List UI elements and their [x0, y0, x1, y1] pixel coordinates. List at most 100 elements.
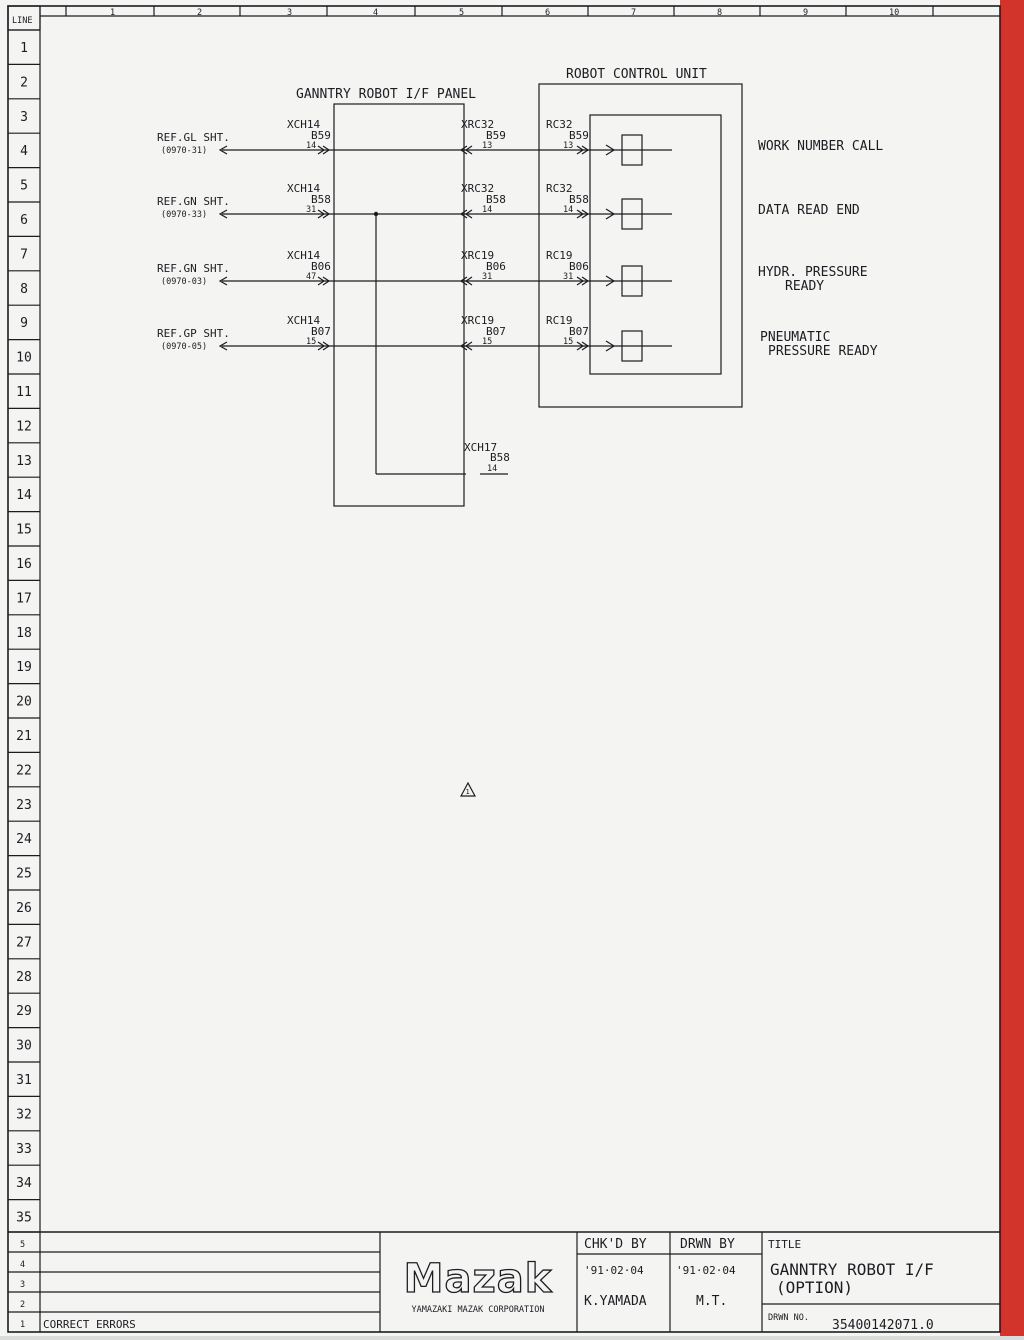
rc-pin-number: 31 — [563, 272, 573, 282]
signal-name-line-2: PRESSURE READY — [768, 344, 878, 359]
company-logo-area: Mazak YAMAZAKI MAZAK CORPORATION — [403, 1255, 552, 1315]
rc-pin-number: 14 — [563, 205, 573, 215]
reference-sheet-number: (0970-33) — [161, 210, 207, 220]
company-name: YAMAZAKI MAZAK CORPORATION — [411, 1305, 544, 1315]
revision-number: 4 — [20, 1260, 25, 1270]
line-number-9: 9 — [20, 316, 28, 331]
reference-sheet-number: (0970-31) — [161, 146, 207, 156]
line-number-16: 16 — [16, 557, 32, 572]
column-number-8: 8 — [717, 8, 722, 18]
drawn-by-label: DRWN BY — [680, 1237, 735, 1252]
checked-by-date: '91·02·04 — [584, 1264, 644, 1277]
input-element — [621, 134, 643, 166]
rc-connector-name: RC19 — [546, 249, 573, 262]
xch-connector-name: XCH14 — [287, 249, 320, 262]
line-number-29: 29 — [16, 1004, 32, 1019]
line-number-14: 14 — [16, 488, 32, 503]
revision-number: 5 — [20, 1240, 25, 1250]
xch-connector-name: XCH14 — [287, 118, 320, 131]
xrc-connector-name: XRC32 — [461, 182, 494, 195]
signal-name: HYDR. PRESSURE — [758, 265, 868, 280]
xch-connector-name: XCH14 — [287, 182, 320, 195]
title-line-1: GANNTRY ROBOT I/F — [770, 1260, 934, 1279]
drawn-by-name: M.T. — [696, 1294, 727, 1309]
checked-by-label: CHK'D BY — [584, 1237, 647, 1252]
reference-sheet: REF.GL SHT. — [157, 131, 230, 144]
line-number-32: 32 — [16, 1107, 32, 1122]
xrc-connector-name: XRC19 — [461, 249, 494, 262]
rc-wire-number: B07 — [569, 325, 589, 338]
column-number-5: 5 — [459, 8, 464, 18]
column-number-10: 10 — [889, 8, 899, 18]
column-number-7: 7 — [631, 8, 636, 18]
reference-sheet: REF.GN SHT. — [157, 195, 230, 208]
bottom-connector: XCH17 B58 14 — [464, 441, 510, 475]
rc-connector-name: RC19 — [546, 314, 573, 327]
line-number-8: 8 — [20, 282, 28, 297]
xch-pin-number: 31 — [306, 205, 316, 215]
bottom-connector-wire: B58 — [490, 451, 510, 464]
rc-wire-number: B58 — [569, 193, 589, 206]
robot-control-unit-outer-box — [538, 83, 743, 408]
line-number-22: 22 — [16, 763, 32, 778]
line-number-27: 27 — [16, 935, 32, 950]
line-number-3: 3 — [20, 110, 28, 125]
circuit-2: REF.GN SHT.(0970-33)XCH14B5831XRC32B5814… — [157, 182, 860, 230]
line-number-1: 1 — [20, 41, 28, 56]
line-header: LINE — [12, 16, 32, 26]
xch-wire-number: B59 — [311, 129, 331, 142]
xrc-pin-number: 31 — [482, 272, 492, 282]
xrc-connector-name: XRC19 — [461, 314, 494, 327]
line-number-35: 35 — [16, 1211, 32, 1226]
line-number-15: 15 — [16, 523, 32, 538]
column-number-9: 9 — [803, 8, 808, 18]
column-number-4: 4 — [373, 8, 378, 18]
circuit-1: REF.GL SHT.(0970-31)XCH14B5914XRC32B5913… — [157, 118, 883, 166]
xrc-pin-number: 14 — [482, 205, 492, 215]
input-element — [621, 330, 643, 362]
line-number-4: 4 — [20, 144, 28, 159]
column-number-3: 3 — [287, 8, 292, 18]
xrc-connector-name: XRC32 — [461, 118, 494, 131]
revision-number: 1 — [20, 1320, 25, 1330]
reference-sheet: REF.GN SHT. — [157, 262, 230, 275]
line-number-30: 30 — [16, 1039, 32, 1054]
line-number-33: 33 — [16, 1142, 32, 1157]
line-number-10: 10 — [16, 351, 32, 366]
xch-wire-number: B07 — [311, 325, 331, 338]
column-number-1: 1 — [110, 8, 115, 18]
xrc-pin-number: 15 — [482, 337, 492, 347]
line-number-2: 2 — [20, 75, 28, 90]
paper — [0, 0, 1000, 1336]
line-number-18: 18 — [16, 626, 32, 641]
line-number-19: 19 — [16, 660, 32, 675]
input-element — [621, 198, 643, 230]
line-number-31: 31 — [16, 1073, 32, 1088]
line-number-7: 7 — [20, 247, 28, 262]
drawing-number-label: DRWN NO. — [768, 1313, 809, 1323]
svg-text:1: 1 — [466, 788, 470, 796]
title-label: TITLE — [768, 1238, 801, 1251]
unit-title: ROBOT CONTROL UNIT — [566, 67, 707, 82]
robot-control-unit-inner-box — [589, 114, 722, 375]
circuit-4: REF.GP SHT.(0970-05)XCH14B0715XRC19B0715… — [157, 314, 878, 362]
input-element — [621, 265, 643, 297]
revision-marker: 1 — [459, 781, 477, 797]
circuits: REF.GL SHT.(0970-31)XCH14B5914XRC32B5913… — [157, 118, 883, 362]
line-number-23: 23 — [16, 798, 32, 813]
xrc-pin-number: 13 — [482, 141, 492, 151]
line-number-24: 24 — [16, 832, 32, 847]
gantry-panel-box — [333, 103, 465, 507]
xrc-wire-number: B06 — [486, 260, 506, 273]
line-number-5: 5 — [20, 179, 28, 194]
title-line-2: (OPTION) — [776, 1278, 853, 1297]
line-number-12: 12 — [16, 419, 32, 434]
rc-connector-name: RC32 — [546, 182, 573, 195]
column-number-2: 2 — [197, 8, 202, 18]
line-number-20: 20 — [16, 695, 32, 710]
revision-number: 2 — [20, 1300, 25, 1310]
xrc-wire-number: B58 — [486, 193, 506, 206]
reference-sheet: REF.GP SHT. — [157, 327, 230, 340]
